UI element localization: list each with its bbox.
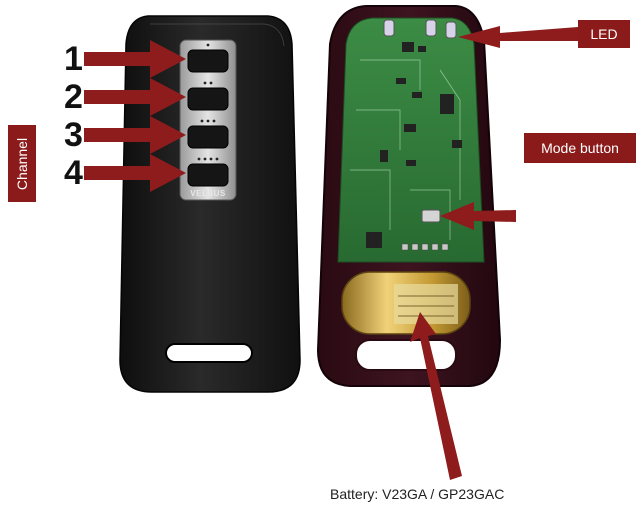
keyring-slot-open — [355, 339, 457, 371]
led-label: LED — [578, 20, 630, 48]
channel-label: Channel — [8, 125, 36, 202]
battery — [341, 271, 471, 335]
channel-label-text: Channel — [14, 137, 30, 190]
channel-button-4[interactable] — [187, 157, 229, 187]
channel-number-1: 1 — [64, 40, 83, 78]
channel-number-2: 2 — [64, 78, 83, 116]
channel-button-2[interactable] — [187, 81, 229, 111]
channel-number-3: 3 — [64, 116, 83, 154]
keyring-slot — [165, 343, 253, 363]
circuit-board — [337, 17, 485, 263]
battery-caption: Battery: V23GA / GP23GAC — [330, 486, 505, 502]
arrow-channel-2 — [84, 78, 186, 116]
mode-button-label: Mode button — [524, 133, 636, 163]
channel-button-1[interactable] — [187, 43, 229, 73]
led-cluster — [383, 19, 457, 39]
arrow-channel-4 — [84, 154, 186, 192]
remote-closed: VELBUS — [119, 15, 301, 393]
remote-open — [316, 5, 502, 387]
arrow-channel-3 — [84, 116, 186, 154]
channel-button-3[interactable] — [187, 119, 229, 149]
mode-button[interactable] — [421, 209, 441, 223]
arrow-battery — [410, 312, 462, 480]
arrow-led — [458, 26, 578, 48]
arrow-channel-1 — [84, 40, 186, 78]
arrow-mode-button — [440, 202, 516, 230]
brand-label: VELBUS — [190, 189, 226, 198]
channel-number-4: 4 — [64, 154, 83, 192]
